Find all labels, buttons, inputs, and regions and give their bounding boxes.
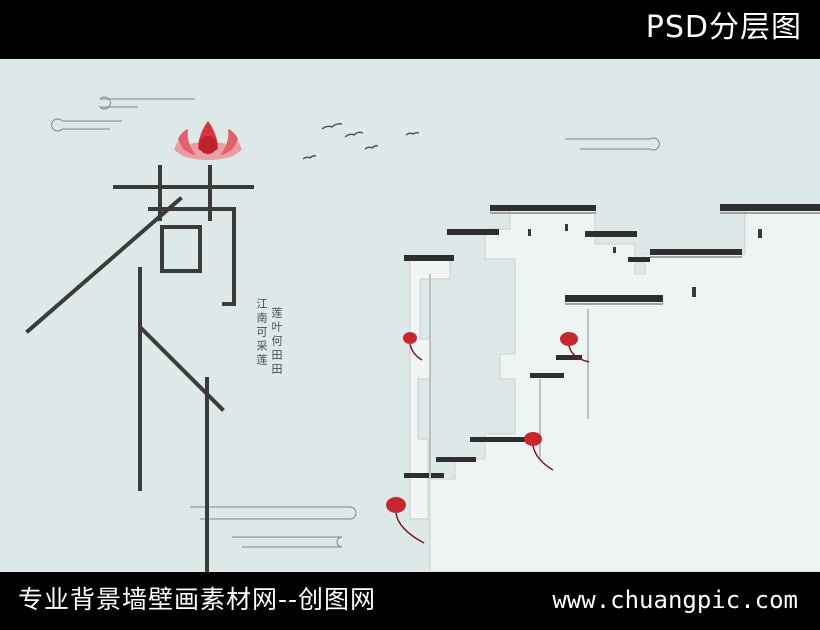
artwork-canvas: 江南可采莲 莲叶何田田 — [0, 59, 820, 572]
top-banner: PSD分层图 — [0, 0, 820, 59]
psd-layer-label: PSD分层图 — [645, 10, 802, 45]
cloud-swirl-top-left — [51, 96, 195, 132]
footer-url[interactable]: www.chuangpic.com — [552, 586, 798, 614]
lantern-icon — [524, 432, 554, 471]
footer-banner: 专业背景墙壁画素材网--创图网 www.chuangpic.com — [0, 572, 820, 630]
lotus-flower-icon — [174, 121, 242, 160]
huizhou-architecture — [404, 204, 820, 572]
lantern-icon — [386, 497, 425, 544]
poem-line-2: 莲叶何田田 — [270, 307, 283, 377]
poem-line-1: 江南可采莲 — [255, 298, 268, 368]
lotus-character-strokes — [25, 165, 254, 572]
cloud-swirl-top-right — [565, 137, 660, 151]
lantern-icon — [560, 332, 590, 363]
footer-site-name: 专业背景墙壁画素材网--创图网 — [18, 585, 377, 614]
artwork-illustration — [25, 96, 820, 572]
red-lanterns — [386, 332, 590, 544]
flying-birds — [302, 123, 420, 160]
lantern-icon — [403, 332, 423, 361]
cloud-swirl-bottom — [190, 506, 357, 548]
